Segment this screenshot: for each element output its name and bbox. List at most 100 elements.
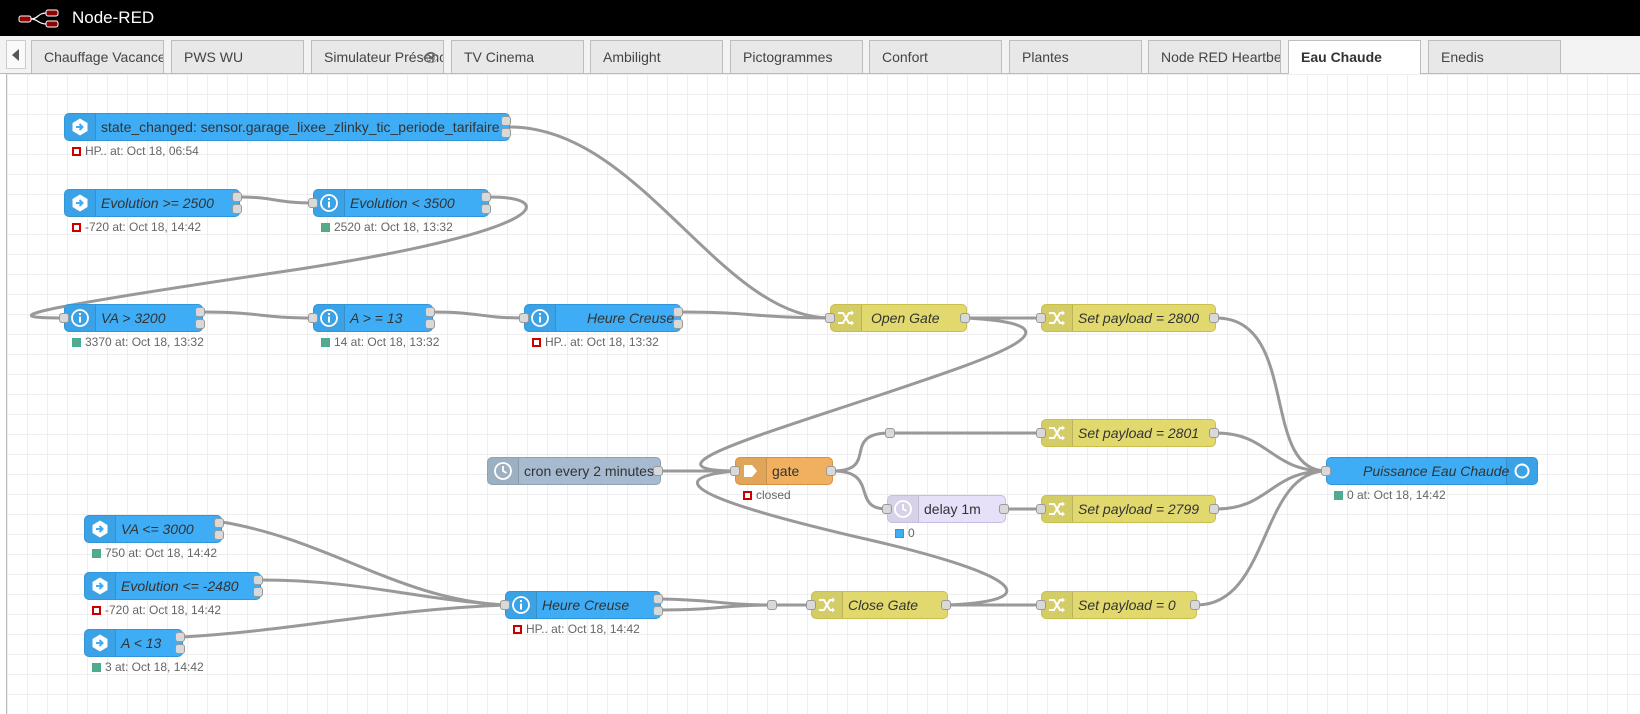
- clock-icon: [493, 461, 513, 481]
- ha-events-icon: [90, 519, 110, 539]
- node-close-gate[interactable]: Close Gate: [811, 591, 948, 619]
- tab-confort[interactable]: Confort: [869, 40, 1002, 73]
- node-status: closed: [743, 488, 791, 502]
- node-label: Set payload = 2800: [1078, 310, 1200, 326]
- output-port[interactable]: [673, 319, 683, 329]
- output-port[interactable]: [175, 644, 185, 654]
- wire-junction[interactable]: [767, 600, 777, 610]
- status-dot: [743, 491, 752, 500]
- node-evolution-ge-2500[interactable]: Evolution >= 2500: [64, 189, 240, 217]
- tab-label: Node RED Heartbeat: [1161, 49, 1281, 65]
- input-port[interactable]: [806, 600, 816, 610]
- tab-plantes[interactable]: Plantes: [1009, 40, 1142, 73]
- input-port[interactable]: [500, 600, 510, 610]
- output-port[interactable]: [1209, 504, 1219, 514]
- output-port[interactable]: [232, 192, 242, 202]
- node-set-payload-0[interactable]: Set payload = 0: [1041, 591, 1197, 619]
- output-port[interactable]: [481, 204, 491, 214]
- info-icon: [319, 308, 339, 328]
- node-state-changed[interactable]: state_changed: sensor.garage_lixee_zlink…: [64, 113, 510, 141]
- input-port[interactable]: [882, 504, 892, 514]
- node-a-ge-13[interactable]: A > = 13: [313, 304, 433, 332]
- tab-eau-chaude[interactable]: Eau Chaude: [1288, 40, 1421, 74]
- output-port[interactable]: [1209, 428, 1219, 438]
- node-va-gt-3200[interactable]: VA > 3200: [64, 304, 203, 332]
- input-port[interactable]: [308, 313, 318, 323]
- output-port[interactable]: [999, 504, 1009, 514]
- tab-label: Confort: [882, 49, 928, 65]
- tab-tv-cinema[interactable]: TV Cinema: [451, 40, 584, 73]
- output-port[interactable]: [960, 313, 970, 323]
- output-port[interactable]: [481, 192, 491, 202]
- node-evolution-le-minus-2480[interactable]: Evolution <= -2480: [84, 572, 261, 600]
- input-port[interactable]: [1036, 428, 1046, 438]
- node-heure-creuse-1[interactable]: Heure Creuse: [524, 304, 681, 332]
- status-text: 0 at: Oct 18, 14:42: [1347, 488, 1446, 502]
- node-a-lt-13[interactable]: A < 13: [84, 629, 183, 657]
- output-port[interactable]: [214, 530, 224, 540]
- wire-junction[interactable]: [885, 428, 895, 438]
- node-open-gate[interactable]: Open Gate: [830, 304, 967, 332]
- input-port[interactable]: [1036, 600, 1046, 610]
- output-port[interactable]: [1209, 313, 1219, 323]
- node-gate[interactable]: gate: [735, 457, 833, 485]
- output-port[interactable]: [425, 307, 435, 317]
- output-port[interactable]: [214, 518, 224, 528]
- tab-node-red-heartbeat[interactable]: Node RED Heartbeat: [1148, 40, 1281, 73]
- output-port[interactable]: [175, 632, 185, 642]
- node-label: Puissance Eau Chaude: [1363, 463, 1510, 479]
- output-port[interactable]: [232, 204, 242, 214]
- node-label: Close Gate: [848, 597, 919, 613]
- status-text: 0: [908, 526, 915, 540]
- node-set-payload-2799[interactable]: Set payload = 2799: [1041, 495, 1216, 523]
- tab-enedis[interactable]: Enedis: [1428, 40, 1561, 73]
- node-evolution-lt-3500[interactable]: Evolution < 3500: [313, 189, 489, 217]
- input-port[interactable]: [519, 313, 529, 323]
- status-dot: [895, 529, 904, 538]
- input-port[interactable]: [308, 198, 318, 208]
- tab-label: PWS WU: [184, 49, 244, 65]
- input-port[interactable]: [1321, 466, 1331, 476]
- output-port[interactable]: [1190, 600, 1200, 610]
- input-port[interactable]: [59, 313, 69, 323]
- status-dot: [532, 338, 541, 347]
- output-port[interactable]: [653, 594, 663, 604]
- output-port[interactable]: [195, 319, 205, 329]
- node-status: HP.. at: Oct 18, 13:32: [532, 335, 659, 349]
- tab-label: Chauffage Vacances: [44, 49, 164, 65]
- eye-icon[interactable]: 👁: [422, 50, 439, 65]
- node-heure-creuse-2[interactable]: Heure Creuse: [505, 591, 661, 619]
- output-port[interactable]: [826, 466, 836, 476]
- tab-pictogrammes[interactable]: Pictogrammes: [730, 40, 863, 73]
- tab-chauffage-vacances[interactable]: Chauffage Vacances: [31, 40, 164, 73]
- output-port[interactable]: [653, 606, 663, 616]
- output-port[interactable]: [653, 466, 663, 476]
- tab-scroll-left-button[interactable]: [6, 40, 26, 69]
- node-label: gate: [772, 463, 800, 479]
- tab-ambilight[interactable]: Ambilight: [590, 40, 723, 73]
- output-port[interactable]: [425, 319, 435, 329]
- node-puissance-eau-chaude[interactable]: Puissance Eau Chaude: [1326, 457, 1538, 485]
- output-port[interactable]: [253, 587, 263, 597]
- input-port[interactable]: [1036, 313, 1046, 323]
- input-port[interactable]: [1036, 504, 1046, 514]
- output-port[interactable]: [195, 307, 205, 317]
- input-port[interactable]: [825, 313, 835, 323]
- tab-simulateur-presence[interactable]: Simulateur Présence👁: [311, 40, 444, 73]
- app-title: Node-RED: [72, 8, 155, 27]
- output-port[interactable]: [501, 128, 511, 138]
- node-cron-every-2-minutes[interactable]: cron every 2 minutes: [487, 457, 661, 485]
- output-port[interactable]: [501, 116, 511, 126]
- info-icon: [319, 193, 339, 213]
- output-port[interactable]: [673, 307, 683, 317]
- node-set-payload-2800[interactable]: Set payload = 2800: [1041, 304, 1216, 332]
- output-port[interactable]: [941, 600, 951, 610]
- shuffle-icon: [1047, 595, 1067, 615]
- output-port[interactable]: [253, 575, 263, 585]
- node-delay-1m[interactable]: delay 1m: [887, 495, 1006, 523]
- node-set-payload-2801[interactable]: Set payload = 2801: [1041, 419, 1216, 447]
- node-va-le-3000[interactable]: VA <= 3000: [84, 515, 222, 543]
- tab-pws-wu[interactable]: PWS WU: [171, 40, 304, 73]
- header-bar: Node-RED: [0, 0, 1640, 36]
- input-port[interactable]: [730, 466, 740, 476]
